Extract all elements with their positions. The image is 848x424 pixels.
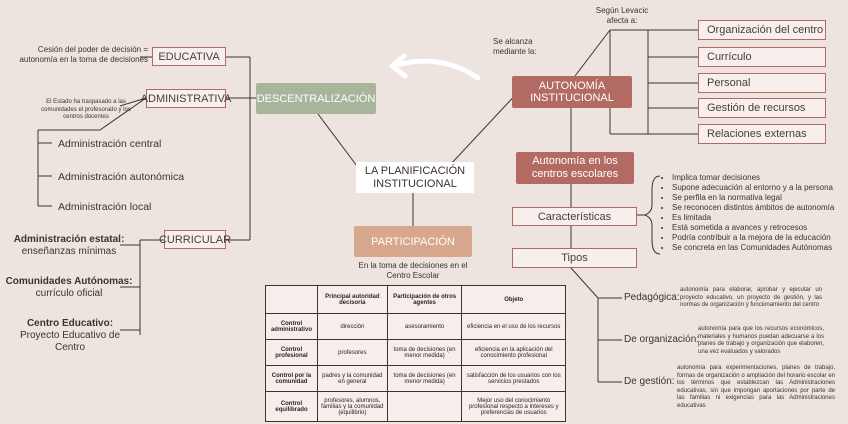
table-cell: Mejor uso del conocimiento profesional r…	[461, 391, 566, 422]
table-cell: Control equilibrado	[265, 391, 318, 422]
feature-item: Supone adecuación al entorno y a la pers…	[672, 183, 848, 193]
curricular-item-text: currículo oficial	[35, 288, 103, 299]
levacic-item-recursos[interactable]: Gestión de recursos	[698, 98, 826, 118]
autonomia-escolar-node[interactable]: Autonomía en los centros escolares	[516, 152, 634, 184]
type-gestion-desc: autonomía para experimentaciones, planes…	[677, 365, 835, 409]
levacic-item-personal[interactable]: Personal	[698, 73, 826, 93]
descentralizacion-node[interactable]: DESCENTRALIZACIÓN	[256, 83, 376, 114]
caracteristicas-node[interactable]: Características	[512, 207, 637, 226]
curricular-item-title: Comunidades Autónomas:	[5, 276, 133, 287]
participacion-caption: En la toma de decisiones en el Centro Es…	[358, 261, 468, 280]
autonomia-label: AUTONOMÍA INSTITUCIONAL	[530, 79, 614, 104]
table-cell	[386, 391, 463, 422]
curricular-node[interactable]: CURRICULAR	[159, 230, 231, 249]
descentralizacion-label: DESCENTRALIZACIÓN	[256, 92, 376, 105]
admin-central: Administración central	[58, 138, 162, 150]
type-gestion: De gestión:	[624, 376, 675, 387]
feature-item: Se perfila en la normativa legal	[672, 193, 848, 203]
feature-item: Se reconocen distintos ámbitos de autono…	[672, 203, 848, 213]
center-title: LA PLANIFICACIÓN INSTITUCIONAL	[364, 164, 466, 190]
control-table: Principal autoridad decisoria Participac…	[265, 285, 566, 422]
participacion-label: PARTICIPACIÓN	[371, 235, 455, 248]
table-cell: profesores, alumnos, familias y la comun…	[316, 391, 388, 422]
feature-item: Implica tomar decisiones	[672, 173, 848, 183]
table-cell: toma de decisiones (en menor medida)	[386, 365, 463, 392]
curricular-label: CURRICULAR	[158, 233, 232, 246]
administrativa-note: El Estado ha traspasado a las comunidade…	[41, 99, 131, 120]
table-row: Control administrativo dirección asesora…	[265, 313, 566, 340]
table-cell: profesores	[316, 339, 388, 366]
curricular-item-title: Centro Educativo:	[26, 318, 114, 329]
table-cell: dirección	[316, 313, 388, 340]
curricular-item-estatal: Administración estatal: enseñanzas mínim…	[4, 234, 134, 258]
levacic-item-curriculo[interactable]: Currículo	[698, 47, 826, 67]
table-row: Control equilibrado profesores, alumnos,…	[265, 391, 566, 422]
tipos-label: Tipos	[561, 252, 588, 264]
admin-local: Administración local	[58, 201, 152, 213]
tipos-node[interactable]: Tipos	[512, 248, 637, 268]
feature-item: Está sometida a avances y retrocesos	[672, 223, 848, 233]
table-header: Objeto	[461, 285, 566, 314]
table-cell: satisfacción de los usuarios con los ser…	[461, 365, 566, 392]
administrativa-label: ADMINISTRATIVA	[140, 92, 232, 105]
admin-autonomica: Administración autonómica	[58, 171, 185, 183]
center-topic[interactable]: LA PLANIFICACIÓN INSTITUCIONAL	[356, 162, 474, 193]
feature-item: Se concreta en las Comunidades Autónomas	[672, 243, 848, 253]
educativa-node[interactable]: EDUCATIVA	[152, 47, 226, 66]
type-pedagogica-desc: autonomía para elaborar, aprobar y ejecu…	[680, 287, 822, 308]
autonomia-link-text: Se alcanza mediante la:	[493, 37, 537, 56]
type-pedagogica: Pedagógica:	[624, 292, 680, 303]
table-header	[265, 285, 318, 314]
curricular-item-centro: Centro Educativo: Proyecto Educativo de …	[10, 318, 130, 354]
curricular-item-comunidades: Comunidades Autónomas: currículo oficial	[4, 276, 134, 300]
curricular-item-text: Proyecto Educativo de Centro	[19, 330, 121, 353]
educativa-note: Cesión del poder de decisión = autonomía…	[19, 45, 148, 64]
levacic-item-label: Currículo	[707, 51, 752, 63]
autonomia-escolar-label: Autonomía en los centros escolares	[531, 155, 619, 180]
table-cell: toma de decisiones (en menor medida)	[386, 339, 463, 366]
educativa-label: EDUCATIVA	[158, 50, 220, 63]
table-cell: Control por la comunidad	[265, 365, 318, 392]
table-cell: asesoramiento	[386, 313, 463, 340]
levacic-item-label: Gestión de recursos	[707, 102, 806, 114]
features-list: Implica tomar decisiones Supone adecuaci…	[662, 173, 848, 253]
curricular-item-text: enseñanzas mínimas	[21, 246, 117, 257]
levacic-item-label: Relaciones externas	[707, 128, 807, 140]
type-organizacion: De organización:	[624, 334, 700, 345]
type-organizacion-desc: autonomía para que los recursos económic…	[698, 326, 824, 355]
autonomia-node[interactable]: AUTONOMÍA INSTITUCIONAL	[512, 76, 632, 108]
table-cell: eficiencia en el uso de los recursos	[461, 313, 566, 340]
caracteristicas-label: Características	[537, 210, 612, 223]
levacic-item-label: Organización del centro	[707, 24, 824, 36]
table-cell: padres y la comunidad en general	[316, 365, 388, 392]
table-row: Control por la comunidad padres y la com…	[265, 365, 566, 392]
table-cell: Control administrativo	[265, 313, 318, 340]
levacic-item-label: Personal	[707, 77, 751, 89]
arrow-icon	[389, 53, 481, 81]
participacion-node[interactable]: PARTICIPACIÓN	[354, 226, 472, 257]
administrativa-node[interactable]: ADMINISTRATIVA	[141, 89, 231, 108]
table-row: Control profesional profesores toma de d…	[265, 339, 566, 366]
levacic-caption: Según Levacic afecta a:	[595, 6, 649, 25]
table-header: Participación de otros agentes	[386, 285, 463, 314]
curricular-item-title: Administración estatal:	[13, 234, 125, 245]
table-cell: eficiencia en la aplicación del conocimi…	[461, 339, 566, 366]
feature-item: Podría contribuir a la mejora de la educ…	[672, 233, 848, 243]
table-header: Principal autoridad decisoria	[316, 285, 388, 314]
table-cell: Control profesional	[265, 339, 318, 366]
levacic-item-relaciones[interactable]: Relaciones externas	[698, 124, 826, 144]
levacic-item-organizacion[interactable]: Organización del centro	[698, 20, 826, 40]
feature-item: Es limitada	[672, 213, 848, 223]
